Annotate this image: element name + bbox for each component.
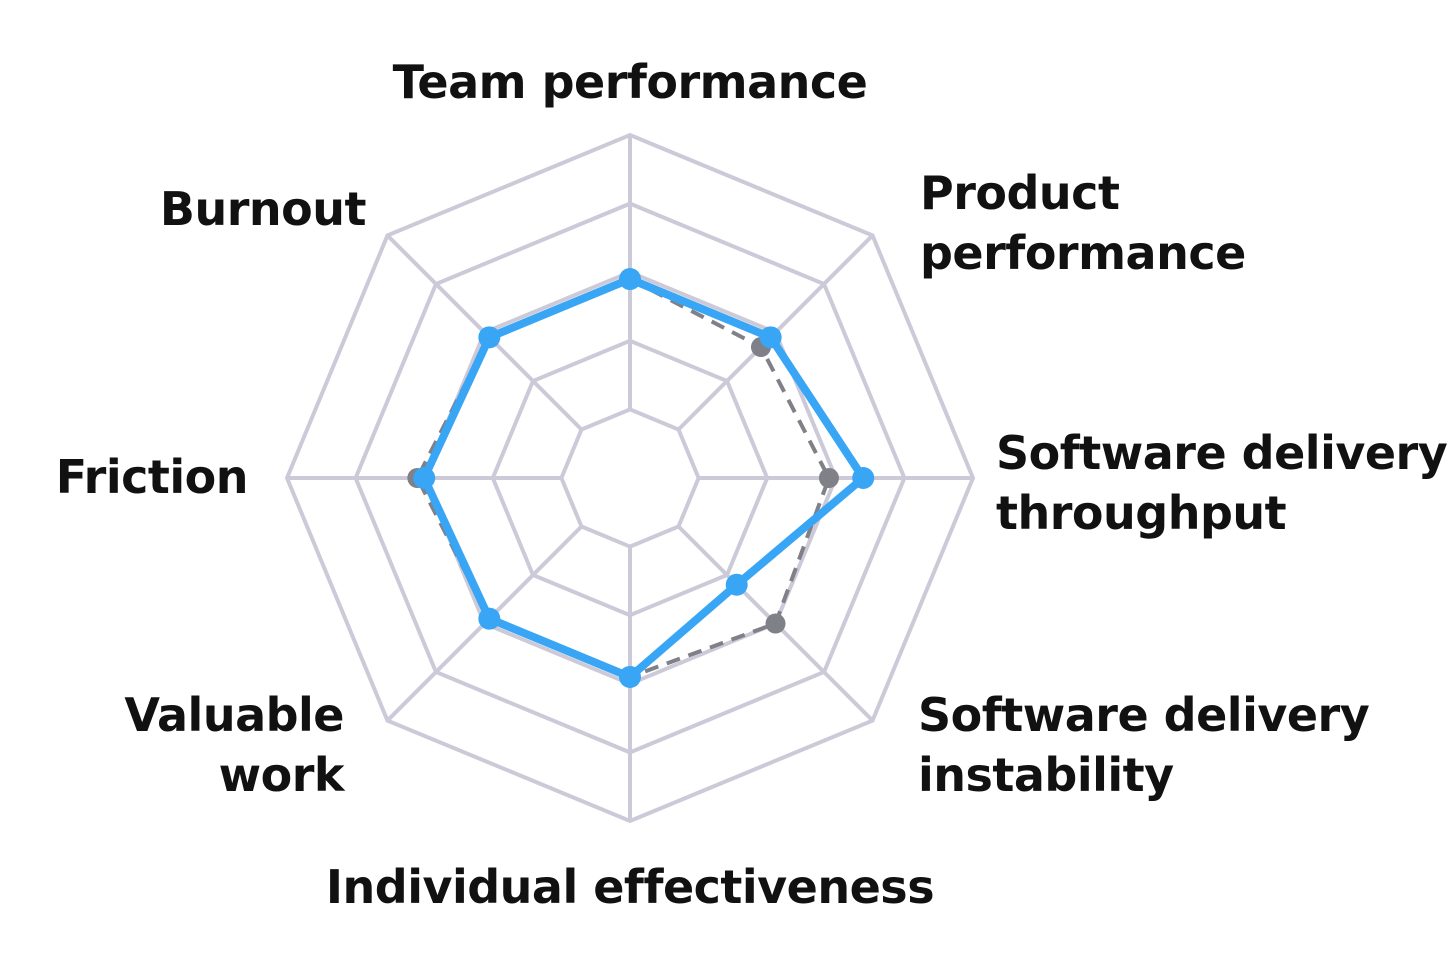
point-highlight-software-delivery-throughput — [852, 467, 875, 489]
point-baseline-software-delivery-throughput — [818, 468, 839, 488]
point-highlight-team-performance — [619, 268, 641, 291]
axis-label-line: performance — [920, 226, 1246, 280]
series-highlight — [413, 268, 875, 688]
axis-label-line: instability — [918, 748, 1174, 802]
axis-label-software-delivery-throughput: Software delivery throughput — [996, 426, 1448, 540]
point-highlight-burnout — [478, 326, 501, 349]
axis-label-line: Valuable — [124, 688, 344, 742]
axis-label-line: Product — [920, 166, 1119, 220]
axis-label-line: Team performance — [393, 55, 868, 109]
axis-label-friction: Friction — [56, 450, 248, 504]
axis-label-line: work — [219, 748, 346, 802]
axis-label-line: Individual effectiveness — [326, 860, 934, 914]
point-highlight-individual-effectiveness — [619, 665, 641, 688]
axis-label-software-delivery-instability: Software delivery instability — [918, 688, 1370, 802]
point-highlight-software-delivery-instability — [725, 573, 748, 596]
axis-label-line: Software delivery — [996, 426, 1448, 480]
axis-label-product-performance: Product performance — [920, 166, 1246, 280]
axis-label-team-performance: Team performance — [393, 55, 868, 109]
grid-ring-1 — [559, 407, 701, 549]
axis-label-line: Friction — [56, 450, 248, 504]
axis-label-line: Software delivery — [918, 688, 1370, 742]
radar-series — [407, 268, 875, 688]
point-highlight-product-performance — [759, 326, 782, 349]
axis-label-individual-effectiveness: Individual effectiveness — [326, 860, 934, 914]
axis-label-line: Burnout — [160, 182, 366, 236]
point-baseline-software-delivery-instability — [765, 613, 786, 634]
axis-label-line: throughput — [996, 486, 1286, 540]
point-highlight-friction — [413, 467, 436, 489]
axis-label-burnout: Burnout — [160, 182, 366, 236]
axis-label-valuable-work: Valuable work — [124, 688, 345, 802]
point-highlight-valuable-work — [478, 607, 501, 630]
